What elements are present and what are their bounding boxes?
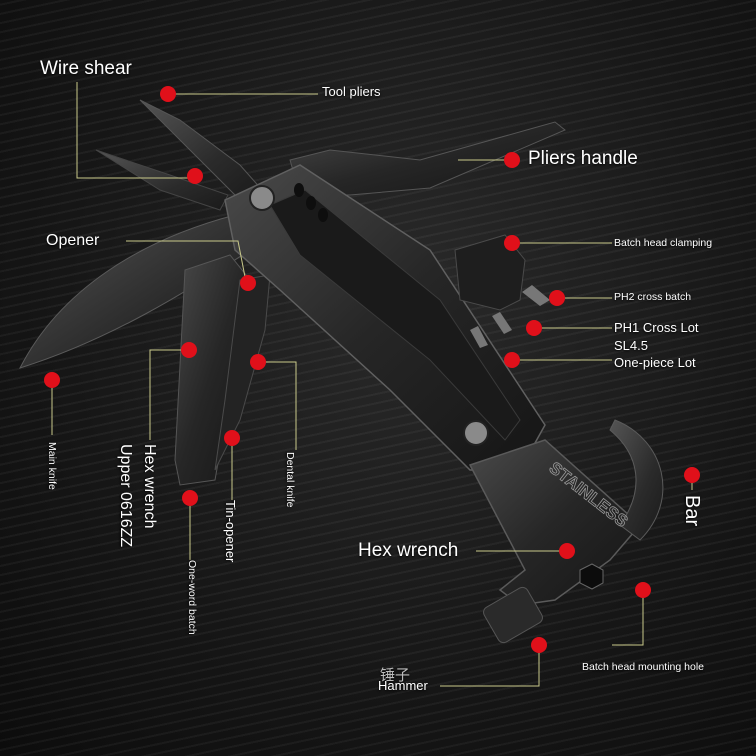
- label-opener: Opener: [46, 232, 100, 249]
- marker-opener: [240, 275, 256, 291]
- marker-one-piece: [504, 352, 520, 368]
- handle-inset: [269, 189, 521, 441]
- label-tin-opener: Tin-opener: [223, 500, 238, 563]
- leader-lines: [51, 82, 693, 687]
- handle-dot: [306, 196, 316, 210]
- label-ph2-cross-batch: PH2 cross batch: [614, 291, 692, 303]
- label-hex-wrench-upper-model: Upper 0616ZZ: [117, 444, 134, 548]
- hex-hole: [579, 563, 604, 590]
- marker-main-knife: [44, 372, 60, 388]
- handle-dot: [318, 208, 328, 222]
- label-batch-head-clamping: Batch head clamping: [614, 237, 713, 249]
- label-bar: Bar: [681, 495, 703, 527]
- callout-markers: [44, 86, 700, 653]
- bit-ph2: [522, 285, 550, 306]
- hammer-head: [468, 439, 642, 606]
- label-one-word-batch: One-word batch: [186, 560, 198, 635]
- label-hex-wrench-upper: Hex wrench: [141, 444, 158, 529]
- pivot-screw-top: [249, 185, 275, 211]
- bit-ph1: [492, 312, 512, 334]
- leader-dental: [258, 361, 297, 450]
- marker-bar: [684, 467, 700, 483]
- hammer-face: [483, 586, 543, 644]
- marker-pliers-handle: [504, 152, 520, 168]
- claw-bar: [609, 419, 664, 541]
- marker-hex-wrench-upper: [181, 342, 197, 358]
- marker-one-word: [182, 490, 198, 506]
- pliers-jaw-lower: [95, 149, 229, 211]
- marker-tin-opener: [224, 430, 240, 446]
- leader-hammer: [440, 645, 540, 687]
- pivot-screw-bottom: [463, 420, 489, 446]
- marker-wire-shear: [187, 168, 203, 184]
- leader-mounting-hole: [612, 590, 644, 646]
- marker-ph1: [526, 320, 542, 336]
- leader-wire-shear: [76, 82, 195, 179]
- label-dental-knife: Dental knife: [284, 452, 296, 508]
- bit-holder: [454, 234, 526, 311]
- label-sl45: SL4.5: [614, 338, 648, 353]
- marker-batch-clamping: [504, 235, 520, 251]
- handle-dot: [294, 183, 304, 197]
- marker-ph2: [549, 290, 565, 306]
- label-hammer-cn: 锤子: [380, 667, 411, 684]
- label-main-knife: Main knife: [46, 442, 58, 490]
- label-tool-pliers: Tool pliers: [322, 84, 381, 99]
- marker-hammer: [531, 637, 547, 653]
- pliers-handle: [289, 121, 566, 196]
- bit-sl45: [470, 326, 488, 348]
- label-wire-shear: Wire shear: [40, 58, 132, 79]
- marker-dental: [250, 354, 266, 370]
- leader-hex-wrench-upper: [149, 349, 189, 440]
- label-hex-wrench: Hex wrench: [358, 540, 459, 561]
- label-hammer: Hammer: [378, 678, 428, 693]
- marker-tool-pliers: [160, 86, 176, 102]
- label-batch-head-mounting-hole: Batch head mounting hole: [582, 661, 705, 673]
- hex-wrench-tool: [174, 254, 251, 486]
- label-ph1-cross-lot: PH1 Cross Lot: [614, 320, 699, 335]
- marker-hex-wrench: [559, 543, 575, 559]
- marker-mounting-hole: [635, 582, 651, 598]
- label-one-piece-lot: One-piece Lot: [614, 355, 696, 370]
- leader-opener: [126, 240, 247, 283]
- label-pliers-handle: Pliers handle: [528, 148, 638, 169]
